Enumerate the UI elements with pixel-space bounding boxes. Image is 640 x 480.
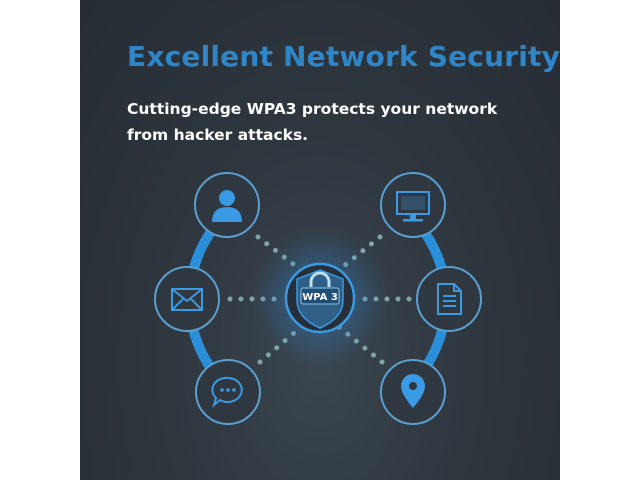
node-chat-circle: [195, 359, 261, 425]
mail-icon: [171, 288, 203, 311]
security-banner: Excellent Network Security Cutting-edge …: [80, 0, 560, 480]
node-mail-circle: [154, 266, 220, 332]
banner-subtitle: Cutting-edge WPA3 protects your network …: [127, 100, 498, 144]
location-pin-icon: [401, 374, 425, 408]
user-icon: [212, 190, 242, 222]
node-document-circle: [416, 266, 482, 332]
monitor-icon: [396, 191, 430, 222]
wpa3-badge-label: WPA 3: [302, 292, 338, 303]
network-diagram: WPA 3: [154, 172, 482, 425]
chat-icon: [211, 376, 243, 408]
document-icon: [437, 283, 462, 315]
banner-title: Excellent Network Security: [127, 40, 560, 73]
node-monitor-circle: [380, 172, 446, 238]
shield-lock-icon: WPA 3: [296, 269, 344, 329]
